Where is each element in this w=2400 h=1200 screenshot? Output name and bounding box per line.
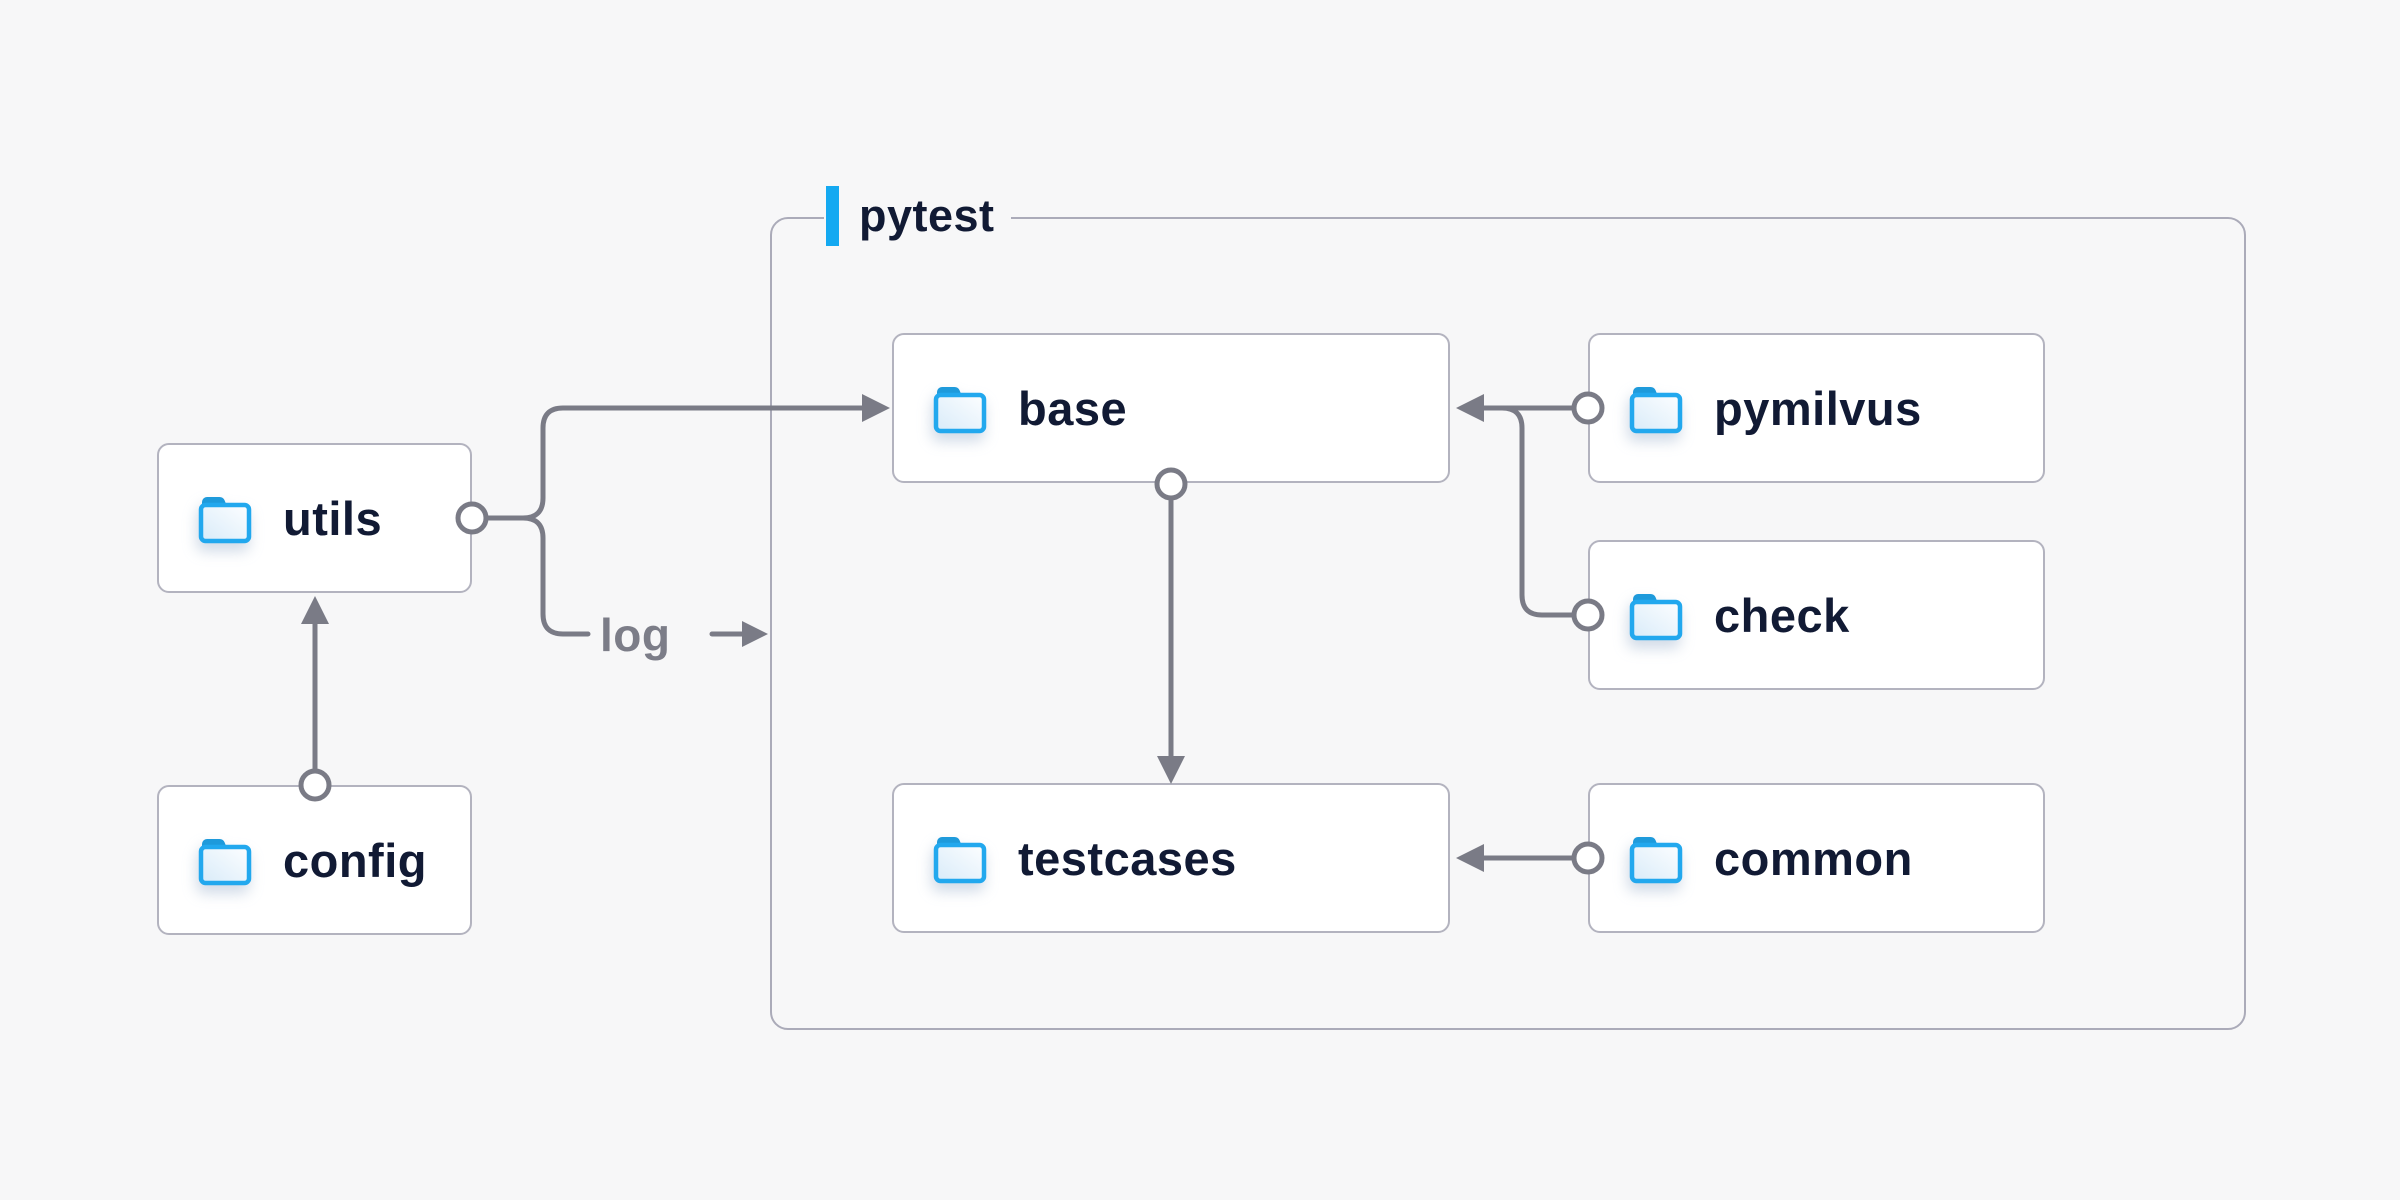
pytest-group-container	[770, 217, 2246, 1030]
node-label: testcases	[1018, 831, 1237, 885]
pytest-group-label: pytest	[824, 185, 1011, 247]
accent-bar	[826, 186, 839, 246]
node-common: common	[1588, 783, 2045, 933]
node-label: config	[283, 833, 427, 887]
node-label: common	[1714, 831, 1913, 885]
folder-icon	[1626, 382, 1686, 434]
node-config: config	[157, 785, 472, 935]
arrowhead-config-utils	[301, 596, 329, 624]
folder-icon	[930, 832, 990, 884]
node-check: check	[1588, 540, 2045, 690]
folder-icon	[195, 834, 255, 886]
node-base: base	[892, 333, 1450, 483]
node-label: base	[1018, 381, 1128, 435]
folder-icon	[195, 492, 255, 544]
folder-icon	[1626, 589, 1686, 641]
edge-utils-log	[483, 515, 591, 637]
node-pymilvus: pymilvus	[1588, 333, 2045, 483]
node-utils: utils	[157, 443, 472, 593]
arrowhead-log	[742, 621, 768, 647]
node-label: utils	[283, 491, 383, 545]
node-label: pymilvus	[1714, 381, 1922, 435]
folder-icon	[930, 382, 990, 434]
node-testcases: testcases	[892, 783, 1450, 933]
log-annotation: log	[600, 609, 671, 661]
node-label: check	[1714, 588, 1850, 642]
folder-icon	[1626, 832, 1686, 884]
pytest-group-label-text: pytest	[859, 190, 995, 241]
